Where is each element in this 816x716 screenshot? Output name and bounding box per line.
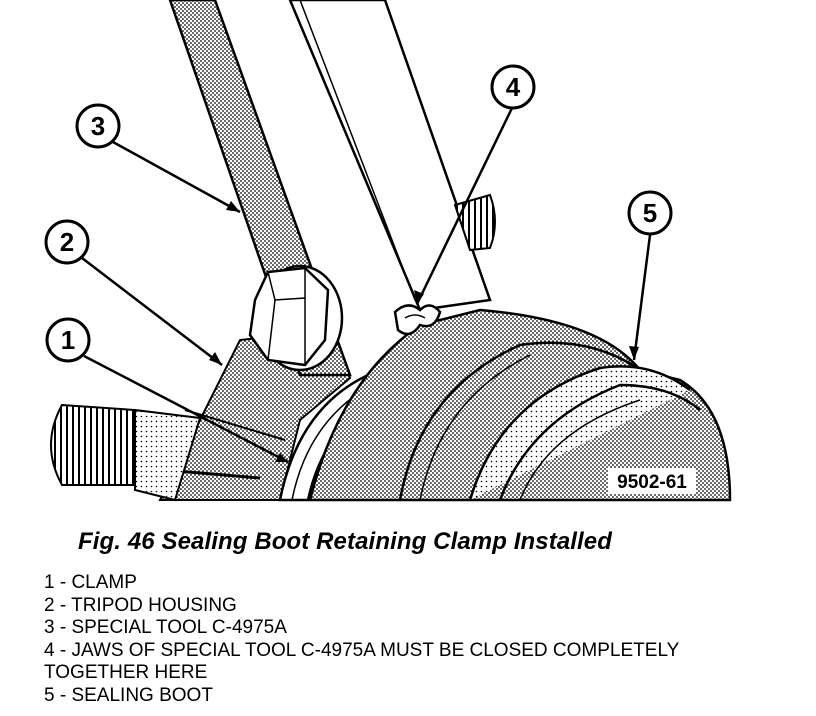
figure-id-label: 9502-61 xyxy=(608,468,696,494)
knurled-shaft-shape xyxy=(50,403,202,502)
leader-line-1 xyxy=(83,354,289,464)
callout-3: 3 xyxy=(75,103,121,149)
leader-line-4 xyxy=(415,107,514,305)
legend-item-special-tool: 3 - SPECIAL TOOL C-4975A xyxy=(44,617,287,638)
svg-text:4: 4 xyxy=(506,72,521,102)
svg-text:9502-61: 9502-61 xyxy=(617,472,687,493)
leader-arrowheads xyxy=(209,201,639,462)
callout-4: 4 xyxy=(490,64,536,110)
callout-5: 5 xyxy=(627,190,673,236)
hex-bolt-shape xyxy=(248,264,344,372)
legend-item-tool-jaws: 4 - JAWS OF SPECIAL TOOL C-4975A MUST BE… xyxy=(44,639,679,684)
special-tool-plate xyxy=(288,0,496,312)
leader-line-5 xyxy=(632,234,652,361)
legend-item-clamp: 1 - CLAMP xyxy=(44,572,137,593)
tool-jaws-shape xyxy=(393,304,442,336)
sealing-boot-shape xyxy=(308,308,732,502)
legend-item-tripod-housing: 2 - TRIPOD HOUSING xyxy=(44,594,237,616)
legend-list: 1 - CLAMP 2 - TRIPOD HOUSING 3 - SPECIAL… xyxy=(44,572,764,707)
svg-text:5: 5 xyxy=(643,198,657,228)
svg-text:3: 3 xyxy=(91,111,105,141)
callout-2: 2 xyxy=(44,219,90,265)
leader-line-3 xyxy=(112,140,241,214)
leader-lines xyxy=(81,107,652,464)
svg-text:1: 1 xyxy=(61,325,75,355)
figure-caption: Fig. 46 Sealing Boot Retaining Clamp Ins… xyxy=(78,528,613,555)
leader-line-2 xyxy=(81,257,223,366)
legend-item-sealing-boot: 5 - SEALING BOOT xyxy=(44,684,213,706)
svg-text:2: 2 xyxy=(60,227,74,257)
callout-1: 1 xyxy=(45,317,91,363)
clamp-installation-illustration: 3 2 1 4 5 9502-61 xyxy=(44,0,732,502)
